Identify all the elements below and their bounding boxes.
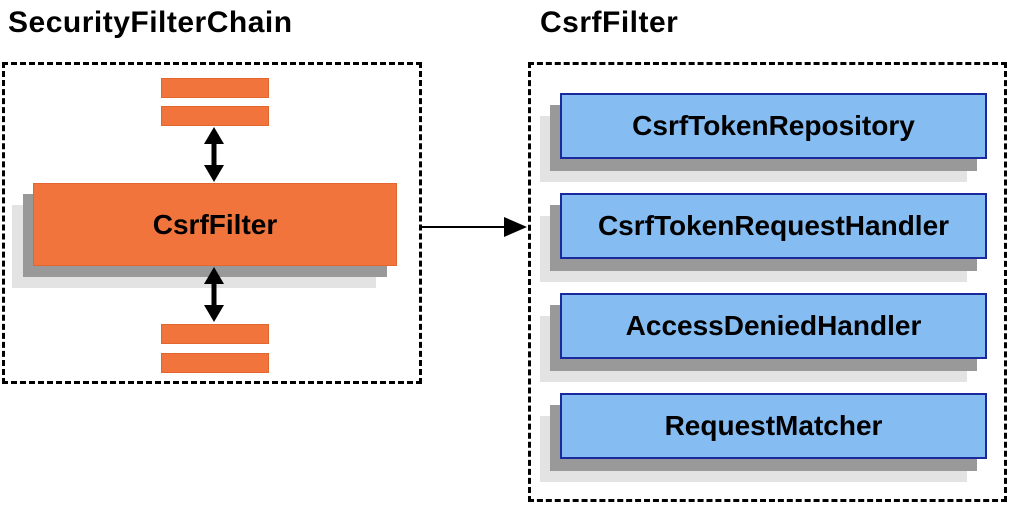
csrf-filter-box: CsrfTokenRepository CsrfTokenRequestHand… bbox=[528, 62, 1007, 502]
component-label: RequestMatcher bbox=[664, 410, 883, 441]
arrow-right-icon bbox=[422, 216, 528, 238]
security-filter-chain-box: CsrfFilter bbox=[2, 62, 422, 384]
double-arrow-vertical-icon bbox=[201, 127, 227, 182]
security-filter-chain-title: SecurityFilterChain bbox=[8, 6, 293, 39]
csrf-filter-title: CsrfFilter bbox=[540, 6, 679, 39]
csrf-filter-node-label: CsrfFilter bbox=[152, 208, 278, 240]
component-label: AccessDeniedHandler bbox=[625, 310, 922, 341]
component-request-matcher: RequestMatcher bbox=[560, 393, 987, 459]
component-label: CsrfTokenRepository bbox=[632, 110, 915, 141]
component-access-denied-handler: AccessDeniedHandler bbox=[560, 293, 987, 359]
csrf-filter-node: CsrfFilter bbox=[33, 183, 397, 266]
filter-placeholder-bar bbox=[161, 78, 269, 98]
filter-placeholder-bar bbox=[161, 353, 269, 373]
component-csrf-token-repository: CsrfTokenRepository bbox=[560, 93, 987, 159]
component-csrf-token-request-handler: CsrfTokenRequestHandler bbox=[560, 193, 987, 259]
double-arrow-vertical-icon bbox=[201, 267, 227, 322]
filter-placeholder-bar bbox=[161, 324, 269, 344]
filter-placeholder-bar bbox=[161, 106, 269, 126]
component-label: CsrfTokenRequestHandler bbox=[597, 210, 950, 241]
